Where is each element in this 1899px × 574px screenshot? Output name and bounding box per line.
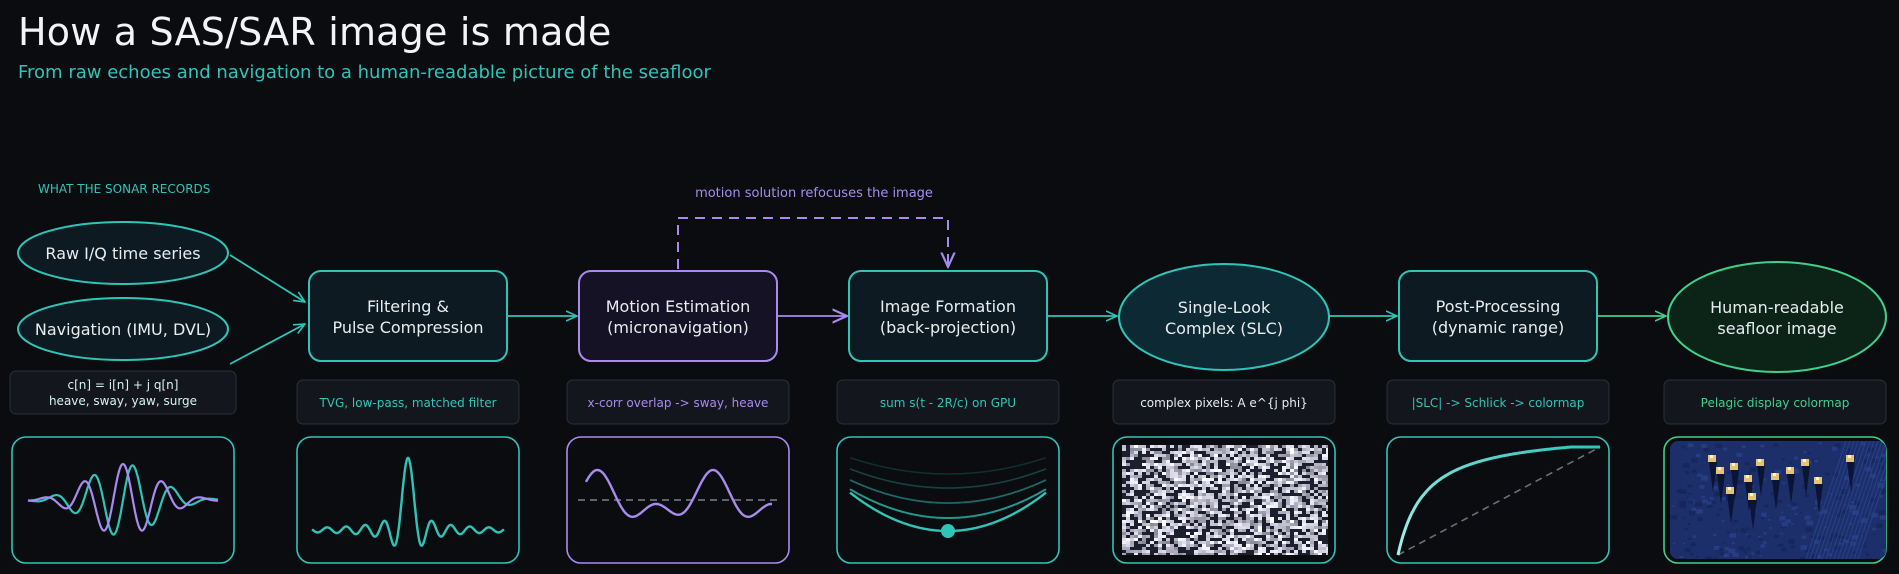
inputs-caption-line1: c[n] = i[n] + j q[n] — [68, 378, 179, 392]
output-label-1: Human-readable — [1710, 298, 1844, 317]
post-label-1: Post-Processing — [1436, 297, 1561, 316]
filtering-label-2: Pulse Compression — [332, 318, 483, 337]
output-caption-box — [1663, 379, 1887, 425]
motion-label-1: Motion Estimation — [606, 297, 751, 316]
arrow-nav-to-filter — [229, 324, 305, 365]
output-caption: Pelagic display colormap — [1701, 396, 1850, 410]
feedback-label: motion solution refocuses the image — [695, 186, 933, 201]
page-subtitle: From raw echoes and navigation to a huma… — [18, 62, 711, 83]
slc-label-1: Single-Look — [1178, 298, 1271, 317]
motion-node — [578, 270, 778, 362]
page-title: How a SAS/SAR image is made — [18, 10, 612, 54]
formation-label-2: (back-projection) — [880, 318, 1016, 337]
slc-caption-box — [1112, 379, 1336, 425]
filtering-caption: TVG, low-pass, matched filter — [318, 396, 496, 410]
output-label-2: seafloor image — [1717, 319, 1836, 338]
formation-caption-box — [836, 379, 1060, 425]
iq-waveform-icon — [27, 462, 219, 536]
formation-node — [848, 270, 1048, 362]
post-caption: |SLC| -> Schlick -> colormap — [1412, 396, 1585, 410]
navigation-node — [17, 297, 229, 361]
raw-iq-node — [17, 221, 229, 285]
motion-caption: x-corr overlap -> sway, heave — [588, 396, 769, 410]
post-label-2: (dynamic range) — [1432, 318, 1565, 337]
pulse-thumbnail-frame — [296, 436, 520, 564]
filtering-label-1: Filtering & — [367, 297, 449, 316]
seafloor-image-icon — [1670, 441, 1886, 559]
compressed-pulse-icon — [311, 456, 505, 547]
inputs-caption-line2: heave, sway, yaw, surge — [49, 394, 197, 408]
post-caption-box — [1386, 379, 1610, 425]
inputs-caption-box — [9, 370, 237, 415]
filtering-node — [308, 270, 508, 362]
formation-label-1: Image Formation — [880, 297, 1016, 316]
motion-wave-icon — [578, 468, 778, 518]
slc-caption: complex pixels: A e^{j phi} — [1140, 396, 1308, 410]
backprojection-thumbnail-frame — [836, 436, 1060, 564]
filtering-caption-box — [296, 379, 520, 425]
post-node — [1398, 270, 1598, 362]
motion-caption-box — [566, 379, 790, 425]
dynamic-range-curve-icon — [1396, 445, 1601, 556]
feedback-loop-arrow — [677, 217, 948, 269]
navigation-label: Navigation (IMU, DVL) — [35, 320, 211, 339]
output-node — [1667, 261, 1887, 373]
arrow-raw-to-filter — [229, 254, 305, 302]
slc-label-2: Complex (SLC) — [1165, 319, 1283, 338]
motion-label-2: (micronavigation) — [607, 318, 749, 337]
inputs-header: WHAT THE SONAR RECORDS — [38, 182, 210, 196]
backprojection-hyperbola-icon — [849, 456, 1047, 538]
speckle-noise-icon — [1122, 445, 1328, 555]
formation-caption: sum s(t - 2R/c) on GPU — [880, 396, 1016, 410]
slc-node — [1118, 263, 1330, 371]
raw-iq-label: Raw I/Q time series — [45, 244, 200, 263]
